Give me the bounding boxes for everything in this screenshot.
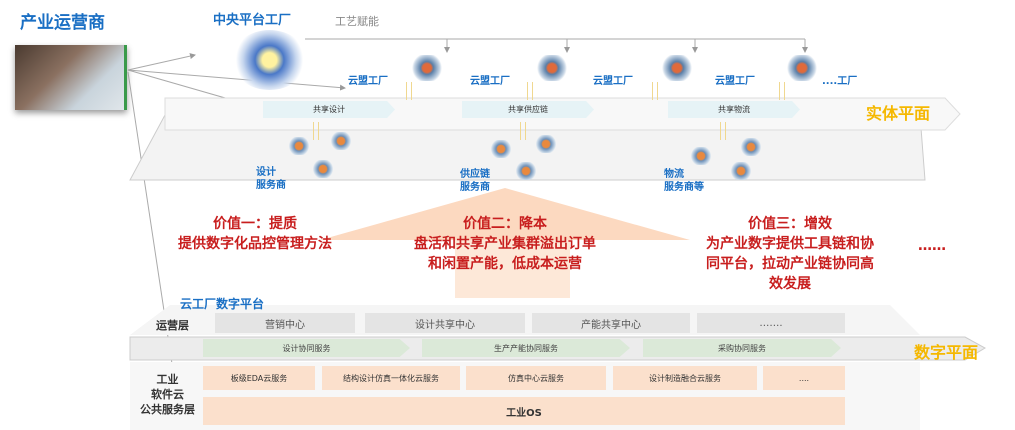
value-title: 价值三：增效: [748, 216, 832, 232]
craft-enable-label: 工艺赋能: [335, 15, 379, 28]
service-box: ....: [763, 366, 845, 390]
service-box: 板级EDA云服务: [203, 366, 315, 390]
value-line: 同平台，拉动产业链协同高: [706, 256, 874, 272]
provider-label: 供应链服务商: [460, 168, 490, 194]
entity-plane-label: 实体平面: [866, 104, 931, 123]
layer-line: 工业: [156, 373, 179, 386]
double-arrow-icon: [406, 82, 412, 100]
digital-plane-label: 数字平面: [914, 343, 979, 362]
provider-label: 物流服务商等: [664, 168, 704, 194]
double-arrow-icon: [720, 122, 726, 140]
more-values-ellipsis: ……: [918, 238, 946, 254]
service-box: 设计制造融合云服务: [613, 366, 757, 390]
value-2: 价值二：降本盘活和共享产业集群溢出订单和闲置产能，低成本运营: [390, 214, 620, 274]
value-line: 盘活和共享产业集群溢出订单: [414, 236, 596, 252]
public-service-layer-label: 工业软件云公共服务层: [135, 372, 200, 417]
ops-box: …….: [697, 313, 845, 333]
value-line: 为产业数字提供工具链和协: [706, 236, 874, 252]
service-icon: [730, 162, 752, 180]
factory-icon: [535, 55, 569, 81]
double-arrow-icon: [527, 82, 533, 100]
central-factory-title: 中央平台工厂: [213, 13, 292, 28]
provider-line: 供应链: [460, 169, 490, 180]
layer-line: 软件云: [151, 388, 184, 401]
provider-line: 服务商: [256, 180, 286, 191]
industrial-os-box: 工业OS: [203, 397, 845, 425]
factory-label: 云盟工厂: [470, 76, 510, 87]
double-arrow-icon: [313, 122, 319, 140]
provider-line: 物流: [664, 169, 684, 180]
value-line: 效发展: [769, 276, 811, 292]
collab-service: 生产产能协同服务: [422, 339, 630, 357]
ops-box: 设计共享中心: [365, 313, 525, 333]
service-icon: [490, 140, 512, 158]
service-icon: [740, 138, 762, 156]
value-line: 提供数字化品控管理方法: [178, 236, 332, 252]
service-icon: [312, 160, 334, 178]
factory-icon: [785, 55, 819, 81]
factory-label: 云盟工厂: [715, 76, 755, 87]
service-icon: [690, 147, 712, 165]
double-arrow-icon: [520, 122, 526, 140]
ops-box: 营销中心: [215, 313, 355, 333]
service-box: 仿真中心云服务: [466, 366, 606, 390]
layer-line: 公共服务层: [140, 403, 195, 416]
central-factory-icon: [232, 30, 307, 90]
service-icon: [288, 137, 310, 155]
operator-photo: [15, 45, 127, 110]
service-icon: [330, 132, 352, 150]
ops-box: 产能共享中心: [532, 313, 690, 333]
service-icon: [535, 135, 557, 153]
factory-label: 云盟工厂: [593, 76, 633, 87]
value-1: 价值一：提质提供数字化品控管理方法: [140, 214, 370, 254]
shared-logistics: 共享物流: [668, 101, 800, 118]
factory-icon: [410, 55, 444, 81]
provider-line: 服务商等: [664, 182, 704, 193]
value-title: 价值一：提质: [213, 216, 297, 232]
collab-service: 采购协同服务: [643, 339, 841, 357]
platform-title: 云工厂数字平台: [180, 297, 265, 311]
provider-label: 设计服务商: [256, 166, 286, 192]
factory-icon: [660, 55, 694, 81]
double-arrow-icon: [652, 82, 658, 100]
service-icon: [515, 162, 537, 180]
value-line: 和闲置产能，低成本运营: [428, 256, 582, 272]
shared-design: 共享设计: [263, 101, 395, 118]
collab-service: 设计协同服务: [203, 339, 410, 357]
factory-label: ....工厂: [822, 76, 858, 87]
shared-supply-chain: 共享供应链: [462, 101, 594, 118]
service-box: 结构设计仿真一体化云服务: [322, 366, 460, 390]
value-title: 价值二：降本: [463, 216, 547, 232]
operator-title: 产业运营商: [20, 13, 105, 33]
factory-label: 云盟工厂: [348, 76, 388, 87]
double-arrow-icon: [779, 82, 785, 100]
value-3: 价值三：增效为产业数字提供工具链和协同平台，拉动产业链协同高效发展: [675, 214, 905, 294]
ops-layer-label: 运营层: [156, 319, 189, 332]
provider-line: 服务商: [460, 182, 490, 193]
provider-line: 设计: [256, 167, 276, 178]
